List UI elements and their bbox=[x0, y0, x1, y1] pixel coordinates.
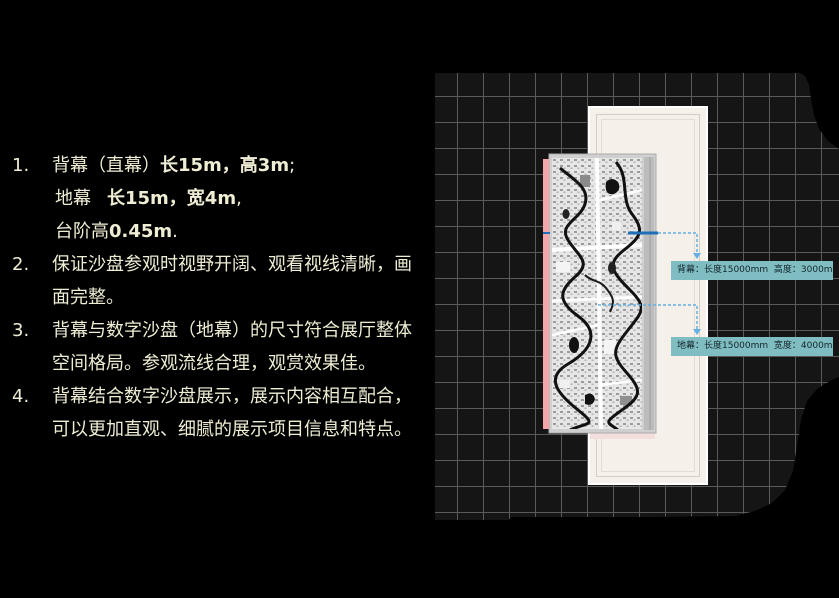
key-points-list: 1. 背幕（直幕）长15m，高3m; 地幕长15m，宽4m, 台阶高0.45m.… bbox=[12, 149, 424, 446]
list-item-4: 4. 背幕结合数字沙盘展示，展示内容相互配合， 可以更加直观、细腻的展示项目信息… bbox=[12, 380, 424, 446]
list-item-text: 背幕（直幕）长15m，高3m; 地幕长15m，宽4m, 台阶高0.45m. bbox=[52, 149, 424, 248]
map-pond bbox=[585, 393, 595, 405]
spec-value: 长15m，高3m bbox=[160, 155, 290, 176]
floor-screen-dimension-arrow bbox=[598, 304, 701, 335]
map-block bbox=[620, 396, 632, 405]
spec-value: 长15m，宽4m bbox=[107, 188, 237, 209]
text-line: 背幕结合数字沙盘展示，展示内容相互配合， bbox=[52, 386, 412, 407]
list-number: 1. bbox=[12, 155, 30, 176]
map-block bbox=[612, 222, 621, 230]
text-line: 面完整。 bbox=[52, 287, 124, 308]
map-road bbox=[599, 188, 642, 202]
map-block bbox=[580, 175, 590, 187]
spec-line-back-screen: 背幕（直幕）长15m，高3m; bbox=[52, 149, 424, 182]
text-line: 保证沙盘参观时视野开阔、观看视线清晰，画 bbox=[52, 254, 412, 275]
arrow-dashed-leader bbox=[658, 232, 698, 254]
list-item-text: 背幕结合数字沙盘展示，展示内容相互配合， 可以更加直观、细腻的展示项目信息和特点… bbox=[52, 380, 424, 446]
map-block bbox=[604, 340, 616, 354]
map-pond bbox=[605, 179, 620, 195]
list-item-1: 1. 背幕（直幕）长15m，高3m; 地幕长15m，宽4m, 台阶高0.45m. bbox=[12, 149, 424, 248]
spec-punctuation: , bbox=[236, 188, 242, 209]
list-item-text: 保证沙盘参观时视野开阔、观看视线清晰，画 面完整。 bbox=[52, 248, 424, 314]
arrow-head bbox=[693, 253, 701, 259]
spec-label: 台阶高 bbox=[55, 221, 109, 242]
back-screen-dimension-label: 背幕：长度15000mm 高度：3000mm bbox=[671, 261, 833, 280]
map-river bbox=[584, 274, 614, 313]
aerial-map bbox=[552, 158, 642, 429]
back-screen-dimension-arrow bbox=[543, 231, 701, 259]
text-line: 空间格局。参观流线合理，观赏效果佳。 bbox=[52, 353, 376, 374]
list-item-2: 2. 保证沙盘参观时视野开阔、观看视线清晰，画 面完整。 bbox=[12, 248, 424, 314]
arrow-head bbox=[693, 329, 701, 335]
list-number: 3. bbox=[12, 320, 30, 341]
spec-punctuation: ; bbox=[289, 155, 296, 176]
list-item-3: 3. 背幕与数字沙盘（地幕）的尺寸符合展厅整体 空间格局。参观流线合理，观赏效果… bbox=[12, 314, 424, 380]
map-pond bbox=[608, 262, 616, 274]
spec-line-step-height: 台阶高0.45m. bbox=[52, 215, 424, 248]
spec-line-floor-screen: 地幕长15m，宽4m, bbox=[52, 182, 424, 215]
spec-label: 背幕（直幕） bbox=[52, 155, 160, 176]
spec-punctuation: . bbox=[172, 221, 178, 242]
map-road bbox=[599, 378, 642, 387]
frame-side-band bbox=[644, 157, 654, 430]
map-road bbox=[552, 323, 599, 337]
text-line: 可以更加直观、细腻的展示项目信息和特点。 bbox=[52, 419, 412, 440]
spec-value: 0.45m bbox=[109, 221, 173, 242]
map-pond bbox=[569, 337, 579, 353]
text-line: 背幕与数字沙盘（地幕）的尺寸符合展厅整体 bbox=[52, 320, 412, 341]
map-pond bbox=[562, 209, 570, 219]
list-item-text: 背幕与数字沙盘（地幕）的尺寸符合展厅整体 空间格局。参观流线合理，观赏效果佳。 bbox=[52, 314, 424, 380]
edge-stripe bbox=[543, 159, 549, 429]
arrow-dashed-leader bbox=[598, 304, 698, 330]
map-river bbox=[607, 161, 642, 429]
map-block bbox=[556, 262, 570, 272]
list-number: 4. bbox=[12, 386, 30, 407]
map-river bbox=[553, 166, 593, 429]
floor-area-tint bbox=[590, 429, 655, 439]
floor-screen-dimension-label: 地幕：长度15000mm 宽度：4000mm bbox=[671, 337, 833, 356]
map-road bbox=[552, 295, 642, 303]
spec-label: 地幕 bbox=[55, 188, 91, 209]
list-number: 2. bbox=[12, 254, 30, 275]
map-block bbox=[560, 380, 570, 388]
